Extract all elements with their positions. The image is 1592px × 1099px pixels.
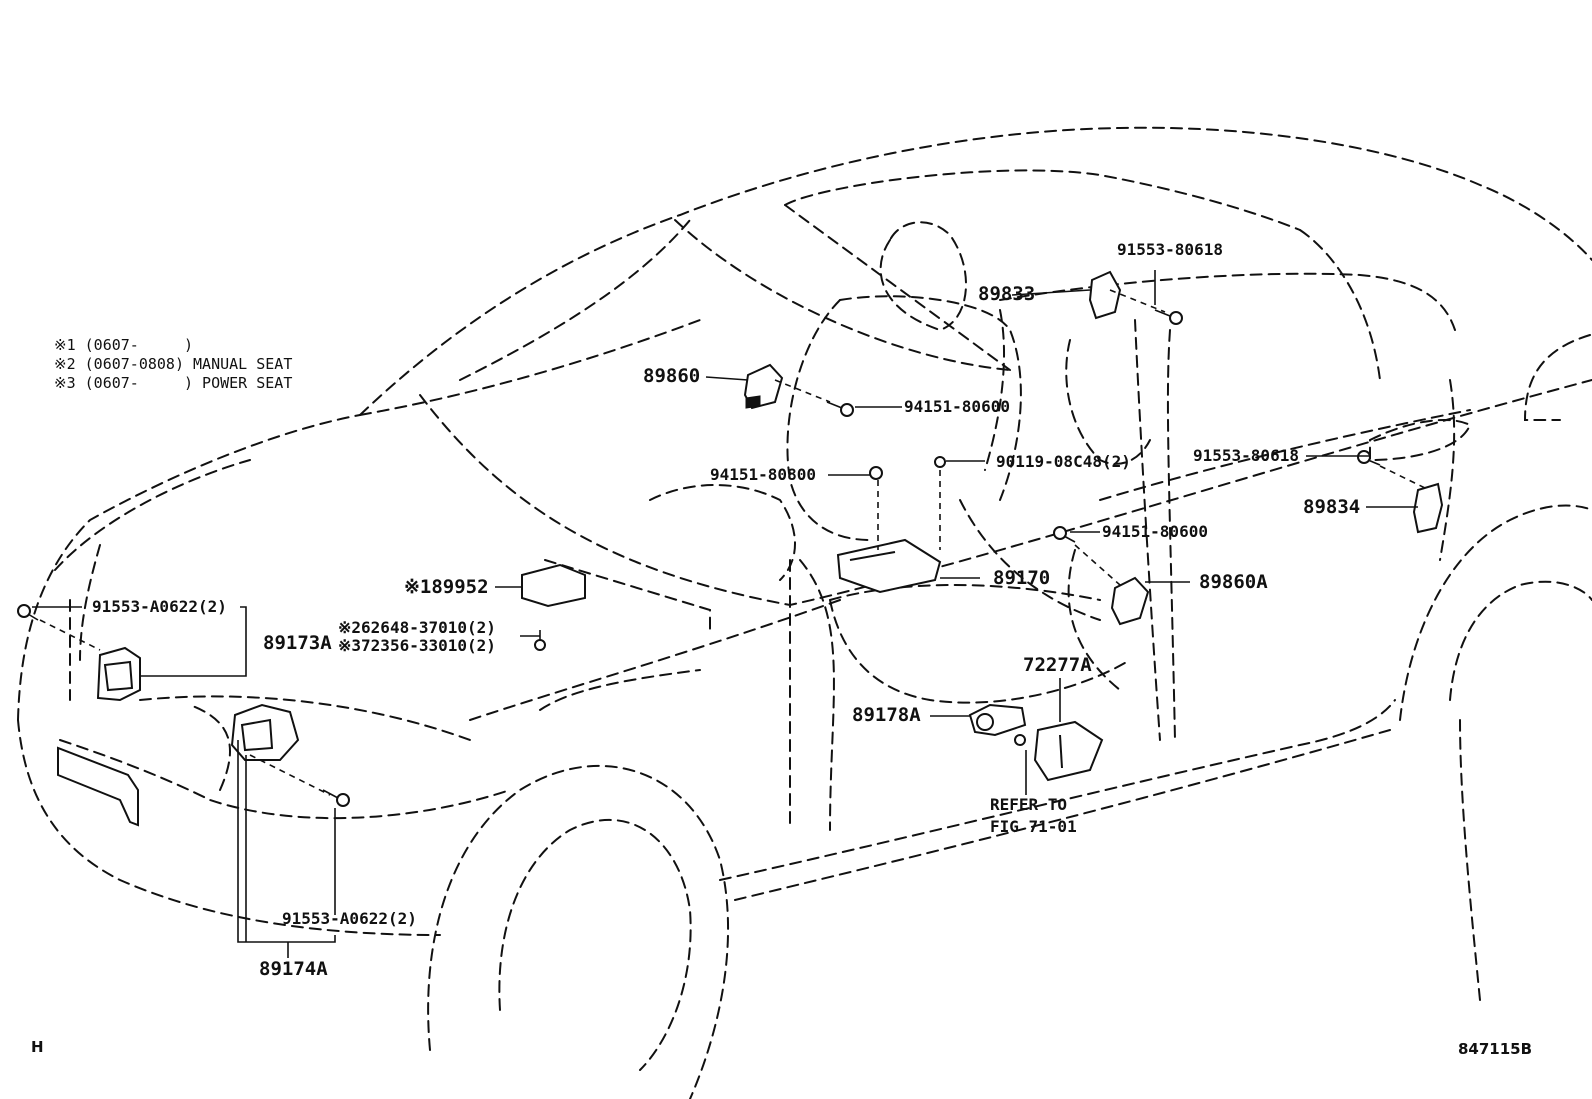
corner-mark-h: H [31, 1038, 44, 1056]
part-label-72277A: 72277A [1023, 654, 1092, 676]
part-label-90119-08C48: 90119-08C48(2) [996, 452, 1131, 471]
part-label-89170: 89170 [993, 567, 1051, 589]
part-label-72356-33010: ※372356-33010(2) [338, 636, 496, 655]
refer-to-label: REFER TO [990, 795, 1068, 814]
part-label-89833: 89833 [978, 283, 1036, 305]
door-sensor-89834 [1412, 482, 1444, 534]
pillar-sensor-89833 [1088, 270, 1122, 320]
part-label-91553-A0622-bottom: 91553-A0622(2) [282, 909, 417, 928]
legend-item-1: ※1 (0607- ) [54, 336, 194, 354]
legend-item-2: ※2 (0607-0808) MANUAL SEAT [54, 355, 293, 373]
side-sensor-89860 [743, 363, 784, 410]
front-impact-sensor-left [96, 646, 141, 702]
part-label-89174A: 89174A [259, 958, 328, 980]
part-label-62648-37010: ※262648-37010(2) [338, 618, 496, 637]
part-label-89834: 89834 [1303, 496, 1361, 518]
side-sensor-89860A [1110, 576, 1150, 626]
fig-reference-label: FIG 71-01 [990, 817, 1077, 836]
part-label-94151-80600-b: 94151-80600 [1102, 522, 1208, 541]
bracket-72277A [1033, 720, 1104, 782]
part-label-91553-80618-right: 91553-80618 [1193, 446, 1299, 465]
applicability-legend: ※1 (0607- ) ※2 (0607-0808) MANUAL SEAT ※… [54, 338, 292, 395]
part-label-89860: 89860 [643, 365, 701, 387]
airbag-ecu-89170 [836, 538, 942, 594]
part-label-91553-A0622-top: 91553-A0622(2) [92, 597, 227, 616]
front-sensor-bracket [230, 703, 300, 761]
car-body-outline [17, 126, 1592, 1099]
part-label-91553-80618-top: 91553-80618 [1117, 240, 1223, 259]
part-label-89178A: 89178A [852, 704, 921, 726]
part-label-89173A: 89173A [263, 632, 332, 654]
fasteners [17, 309, 1381, 807]
legend-item-3: ※3 (0607- ) POWER SEAT [54, 374, 293, 392]
sensor-89178A [968, 703, 1027, 737]
part-label-94151-80800: 94151-80800 [710, 465, 816, 484]
part-label-94151-80600-a: 94151-80600 [904, 397, 1010, 416]
part-label-89952: ※189952 [404, 576, 489, 598]
leader-lines [32, 270, 1426, 958]
illustration-number: 847115B [1458, 1040, 1533, 1058]
occupant-sensor-89952 [521, 563, 586, 608]
part-label-89860A: 89860A [1199, 571, 1268, 593]
